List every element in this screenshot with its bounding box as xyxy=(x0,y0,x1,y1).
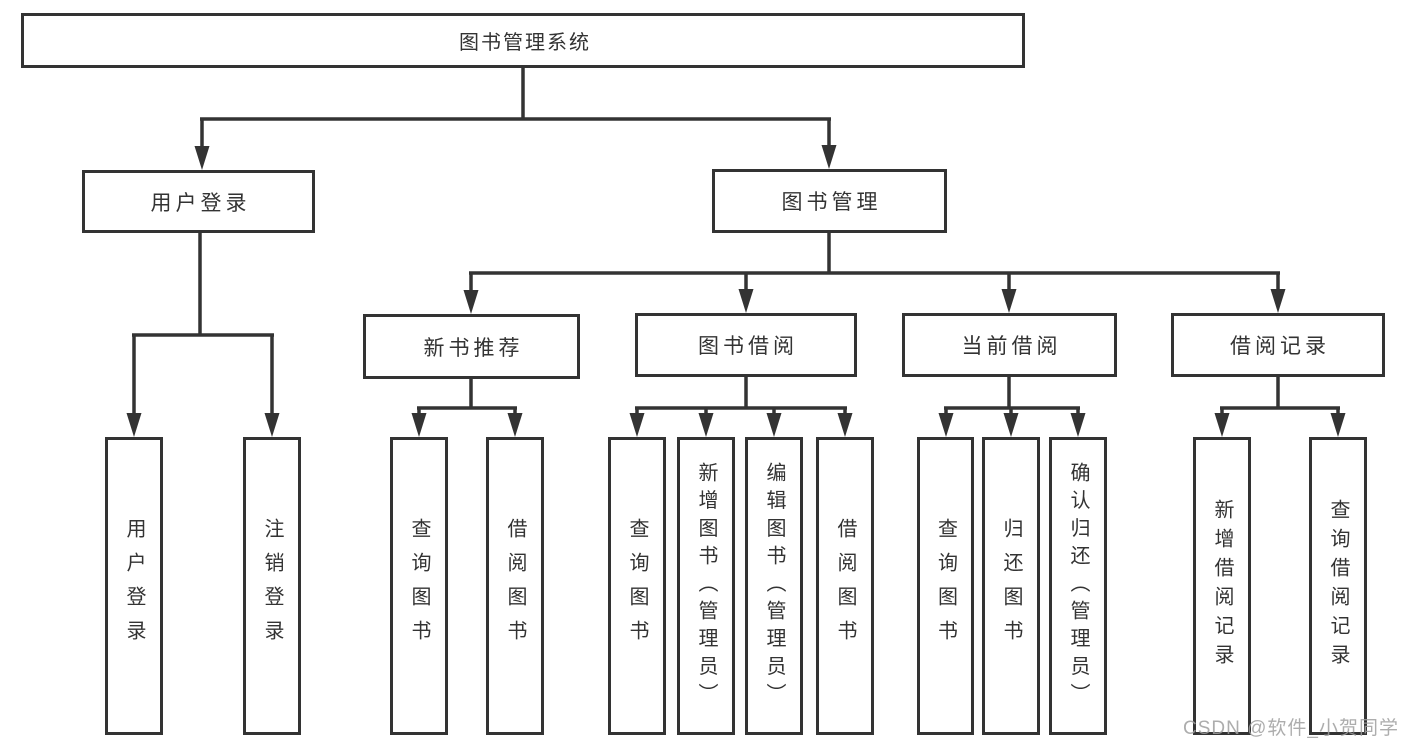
watermark: CSDN @软件_小贺同学 xyxy=(1183,718,1399,739)
node-label: 当前借阅 xyxy=(961,335,1062,358)
leaf-query-books-current: 查询图书 xyxy=(917,437,974,735)
leaf-add-books-admin: 新增图书（管理员） xyxy=(677,437,735,735)
arrow-down-icon xyxy=(507,413,523,437)
arrow-down-icon xyxy=(698,413,714,437)
arrow-down-icon xyxy=(837,413,853,437)
arrow-down-icon xyxy=(463,290,479,314)
leaf-label: 新增借阅记录 xyxy=(1211,499,1233,673)
leaf-label: 借阅图书 xyxy=(834,518,856,654)
arrow-down-icon xyxy=(1070,413,1086,437)
node-label: 图书管理系统 xyxy=(459,32,591,54)
node-system-root: 图书管理系统 xyxy=(21,13,1025,68)
arrow-down-icon xyxy=(411,413,427,437)
leaf-confirm-return-admin: 确认归还（管理员） xyxy=(1049,437,1107,735)
arrow-down-icon xyxy=(821,145,837,169)
arrow-down-icon xyxy=(194,146,210,170)
node-user-login: 用户登录 xyxy=(82,170,315,233)
leaf-return-books: 归还图书 xyxy=(982,437,1040,735)
connector-segments xyxy=(132,68,1340,415)
leaf-label: 确认归还（管理员） xyxy=(1067,461,1089,711)
leaf-borrow-books-recommend: 借阅图书 xyxy=(486,437,544,735)
leaf-query-books-recommend: 查询图书 xyxy=(390,437,448,735)
leaf-label: 新增图书（管理员） xyxy=(695,461,717,711)
node-label: 图书借阅 xyxy=(698,335,798,358)
leaf-logout: 注销登录 xyxy=(243,437,301,735)
leaf-label: 查询图书 xyxy=(934,518,957,654)
arrow-down-icon xyxy=(938,413,954,437)
leaf-label: 借阅图书 xyxy=(504,518,526,654)
leaf-label: 查询图书 xyxy=(626,518,648,654)
leaf-borrow-books: 借阅图书 xyxy=(816,437,874,735)
node-label: 新书推荐 xyxy=(423,336,524,360)
arrow-down-icon xyxy=(766,413,782,437)
leaf-add-borrow-record: 新增借阅记录 xyxy=(1193,437,1251,735)
leaf-edit-books-admin: 编辑图书（管理员） xyxy=(745,437,803,735)
leaf-label: 用户登录 xyxy=(123,518,145,654)
arrow-down-icon xyxy=(1001,289,1017,313)
arrowhead-icons xyxy=(126,145,1346,437)
node-borrowing-records: 借阅记录 xyxy=(1171,313,1385,377)
arrow-down-icon xyxy=(1214,413,1230,437)
node-label: 用户登录 xyxy=(150,191,251,215)
arrow-down-icon xyxy=(1270,289,1286,313)
node-current-borrowing: 当前借阅 xyxy=(902,313,1117,377)
node-label: 图书管理 xyxy=(781,191,882,214)
arrow-down-icon xyxy=(1330,413,1346,437)
node-book-management: 图书管理 xyxy=(712,169,947,233)
leaf-label: 查询图书 xyxy=(408,518,430,654)
leaf-user-login: 用户登录 xyxy=(105,437,163,735)
arrow-down-icon xyxy=(126,413,142,437)
arrow-down-icon xyxy=(1003,413,1019,437)
node-new-book-recommend: 新书推荐 xyxy=(363,314,580,379)
leaf-label: 注销登录 xyxy=(261,518,283,654)
arrow-down-icon xyxy=(264,413,280,437)
node-label: 借阅记录 xyxy=(1230,335,1330,358)
leaf-label: 查询借阅记录 xyxy=(1327,499,1349,673)
arrow-down-icon xyxy=(738,289,754,313)
leaf-label: 归还图书 xyxy=(1000,518,1022,654)
leaf-label: 编辑图书（管理员） xyxy=(763,461,785,711)
node-book-borrowing: 图书借阅 xyxy=(635,313,857,377)
leaf-query-books-borrow: 查询图书 xyxy=(608,437,666,735)
arrow-down-icon xyxy=(629,413,645,437)
leaf-query-borrow-record: 查询借阅记录 xyxy=(1309,437,1367,735)
